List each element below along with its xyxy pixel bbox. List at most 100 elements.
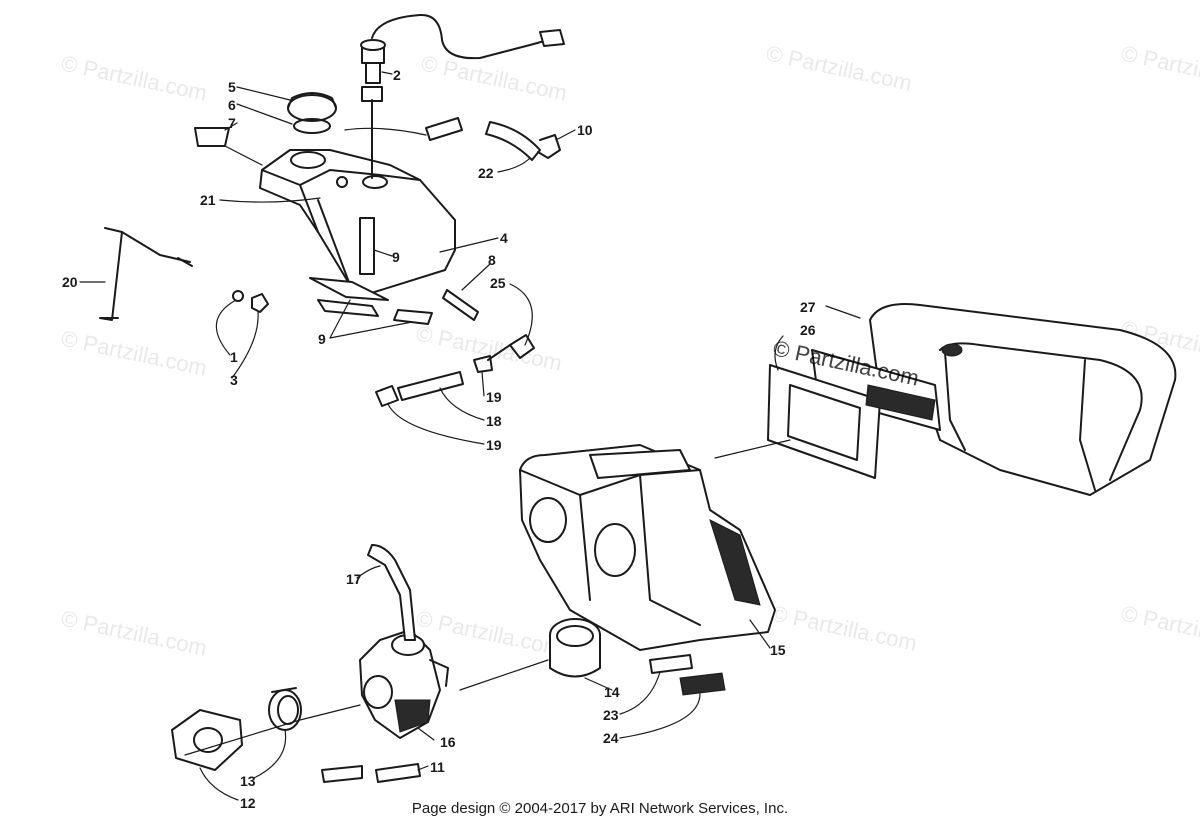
intake-boot	[549, 635, 601, 678]
callout-14: 14	[604, 684, 620, 700]
callout-2: 2	[393, 67, 401, 83]
fuel-gauge-base	[361, 86, 383, 102]
watermark: © Partzilla.com	[1119, 600, 1200, 655]
fuel-line	[397, 371, 464, 401]
callout-24: 24	[603, 730, 619, 746]
bracket-thread	[177, 257, 193, 267]
air-box-pad	[649, 654, 693, 674]
carburetor-inlet	[363, 675, 393, 709]
callout-19-upper: 19	[486, 389, 502, 405]
leader-12	[199, 767, 239, 801]
leader-2	[381, 71, 393, 75]
leader-26	[774, 335, 784, 371]
leader-9b	[329, 299, 351, 339]
leader-4	[439, 237, 499, 253]
callout-6: 6	[228, 97, 236, 113]
vent-hose	[485, 121, 541, 161]
leader-24	[619, 693, 701, 739]
callout-26: 26	[800, 322, 816, 338]
silencer-edge	[944, 351, 966, 451]
leader-line	[184, 704, 361, 756]
leader-7	[224, 122, 238, 131]
callout-3: 3	[230, 372, 238, 388]
leader-7b	[224, 145, 263, 166]
leader-15	[749, 619, 771, 649]
silencer-edge	[1079, 359, 1096, 491]
watermark: © Partzilla.com	[59, 605, 209, 660]
tank-top-edge	[261, 169, 421, 186]
leader-22	[497, 157, 531, 173]
callout-16: 16	[440, 734, 456, 750]
callout-19-lower: 19	[486, 437, 502, 453]
leader-19b	[387, 403, 485, 445]
carburetor-drawing	[171, 544, 449, 783]
watermark: © Partzilla.com	[764, 40, 914, 95]
leader-1	[215, 299, 237, 356]
callout-20: 20	[62, 274, 78, 290]
leader-25	[509, 283, 533, 346]
callout-13: 13	[240, 773, 256, 789]
carb-flange-port	[193, 727, 223, 753]
callout-22: 22	[478, 165, 494, 181]
leader-lines	[79, 71, 861, 801]
sight-window	[359, 217, 375, 275]
callout-25: 25	[490, 275, 506, 291]
watermark: © Partzilla.com	[769, 600, 919, 655]
leader-14	[584, 677, 613, 691]
callout-9-upper: 9	[392, 249, 400, 265]
fuel-gauge-cap	[360, 39, 386, 51]
leader-11	[417, 765, 429, 771]
intake-gasket	[767, 364, 881, 479]
leader-18	[439, 387, 485, 421]
callout-5: 5	[228, 79, 236, 95]
carburetor-bowl	[394, 699, 431, 733]
gauge-wire	[371, 13, 549, 60]
leader-6	[236, 103, 293, 125]
filler-neck	[290, 151, 326, 169]
gasket-opening	[787, 384, 861, 461]
leader-3	[231, 311, 259, 379]
callout-15: 15	[770, 642, 786, 658]
leader-8	[461, 263, 491, 291]
leader-line	[344, 127, 427, 136]
tank-pad	[317, 299, 379, 317]
leader-line	[459, 659, 549, 691]
fuel-line-hose	[367, 544, 416, 641]
leader-16	[417, 727, 435, 741]
callout-21: 21	[200, 192, 216, 208]
decal	[194, 127, 230, 147]
tank-pad	[309, 277, 389, 301]
callout-8: 8	[488, 252, 496, 268]
clamp-screw	[271, 687, 297, 693]
fuel-tank-drawing	[99, 13, 565, 407]
tank-edge	[317, 199, 351, 286]
air-box-port	[529, 497, 567, 543]
air-box-edge	[579, 494, 591, 601]
leader-5	[236, 86, 291, 101]
watermark: © Partzilla.com	[59, 50, 209, 105]
air-box-drawing	[459, 444, 776, 696]
callout-labels: 5 6 7 2 10 22 21 4 9 8 25 20 1 3 9 19 18…	[62, 67, 816, 811]
fuel-cap	[287, 94, 337, 122]
intake-boot-opening	[556, 625, 594, 647]
leader-9a	[373, 249, 393, 257]
callout-18: 18	[486, 413, 502, 429]
callout-17: 17	[346, 571, 362, 587]
air-box-port	[594, 523, 636, 577]
leader-27	[825, 305, 861, 319]
callout-7: 7	[228, 115, 236, 131]
leader-10	[555, 129, 576, 141]
fuel-gauge-stem	[365, 62, 381, 84]
leader-23	[619, 671, 661, 715]
leader-line	[714, 439, 791, 459]
callout-9-lower: 9	[318, 331, 326, 347]
washer	[232, 290, 244, 302]
callout-12: 12	[240, 795, 256, 811]
impulse-hose	[375, 763, 421, 783]
callout-23: 23	[603, 707, 619, 723]
leader-13	[253, 729, 287, 779]
watermark: © Partzilla.com	[419, 50, 569, 105]
carb-flange	[171, 709, 243, 771]
callout-11: 11	[430, 759, 445, 775]
